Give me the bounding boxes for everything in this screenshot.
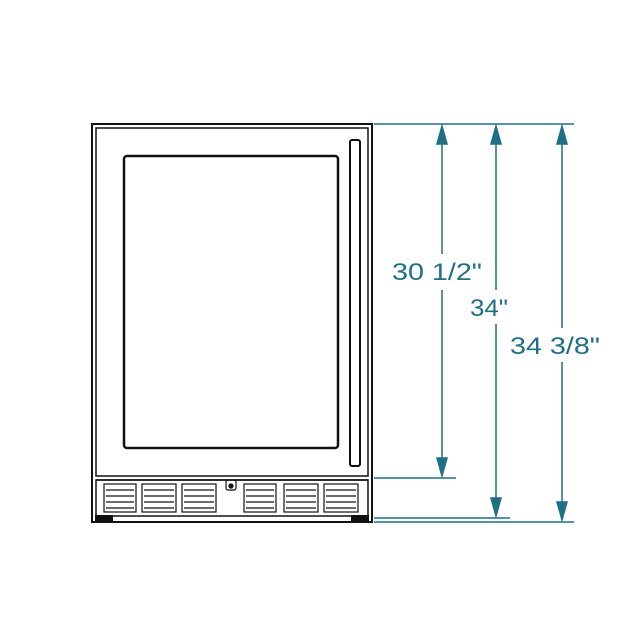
cabinet-outline: [91, 123, 373, 523]
bottom-grille: [103, 479, 359, 513]
overall-height-label: 34 3/8": [510, 333, 600, 360]
dimension-cabinet-height: [490, 123, 502, 519]
refrigerator-front-view: [91, 123, 373, 523]
glass-window: [122, 154, 340, 450]
vent-right-2: [283, 483, 319, 513]
vent-right-3: [323, 483, 359, 513]
arrow-down-icon: [436, 457, 448, 479]
dimension-overall-height: [556, 123, 568, 523]
door-height-label: 30 1/2": [392, 259, 482, 286]
dimension-door-height: [436, 123, 448, 479]
vent-right-1: [243, 483, 277, 513]
arrow-down-icon: [556, 501, 568, 523]
control-lock: [225, 479, 237, 491]
vent-left-1: [103, 483, 137, 513]
front-foot-left: [95, 515, 113, 523]
door-handle: [349, 139, 361, 467]
cabinet-height-label: 34": [470, 295, 508, 322]
arrow-up-icon: [490, 123, 502, 145]
arrow-up-icon: [556, 123, 568, 145]
vent-left-2: [141, 483, 177, 513]
extension-lines: [374, 123, 574, 523]
arrow-up-icon: [436, 123, 448, 145]
arrow-down-icon: [490, 497, 502, 519]
door-frame: [95, 127, 369, 477]
front-foot-right: [351, 515, 369, 523]
vent-left-3: [181, 483, 217, 513]
